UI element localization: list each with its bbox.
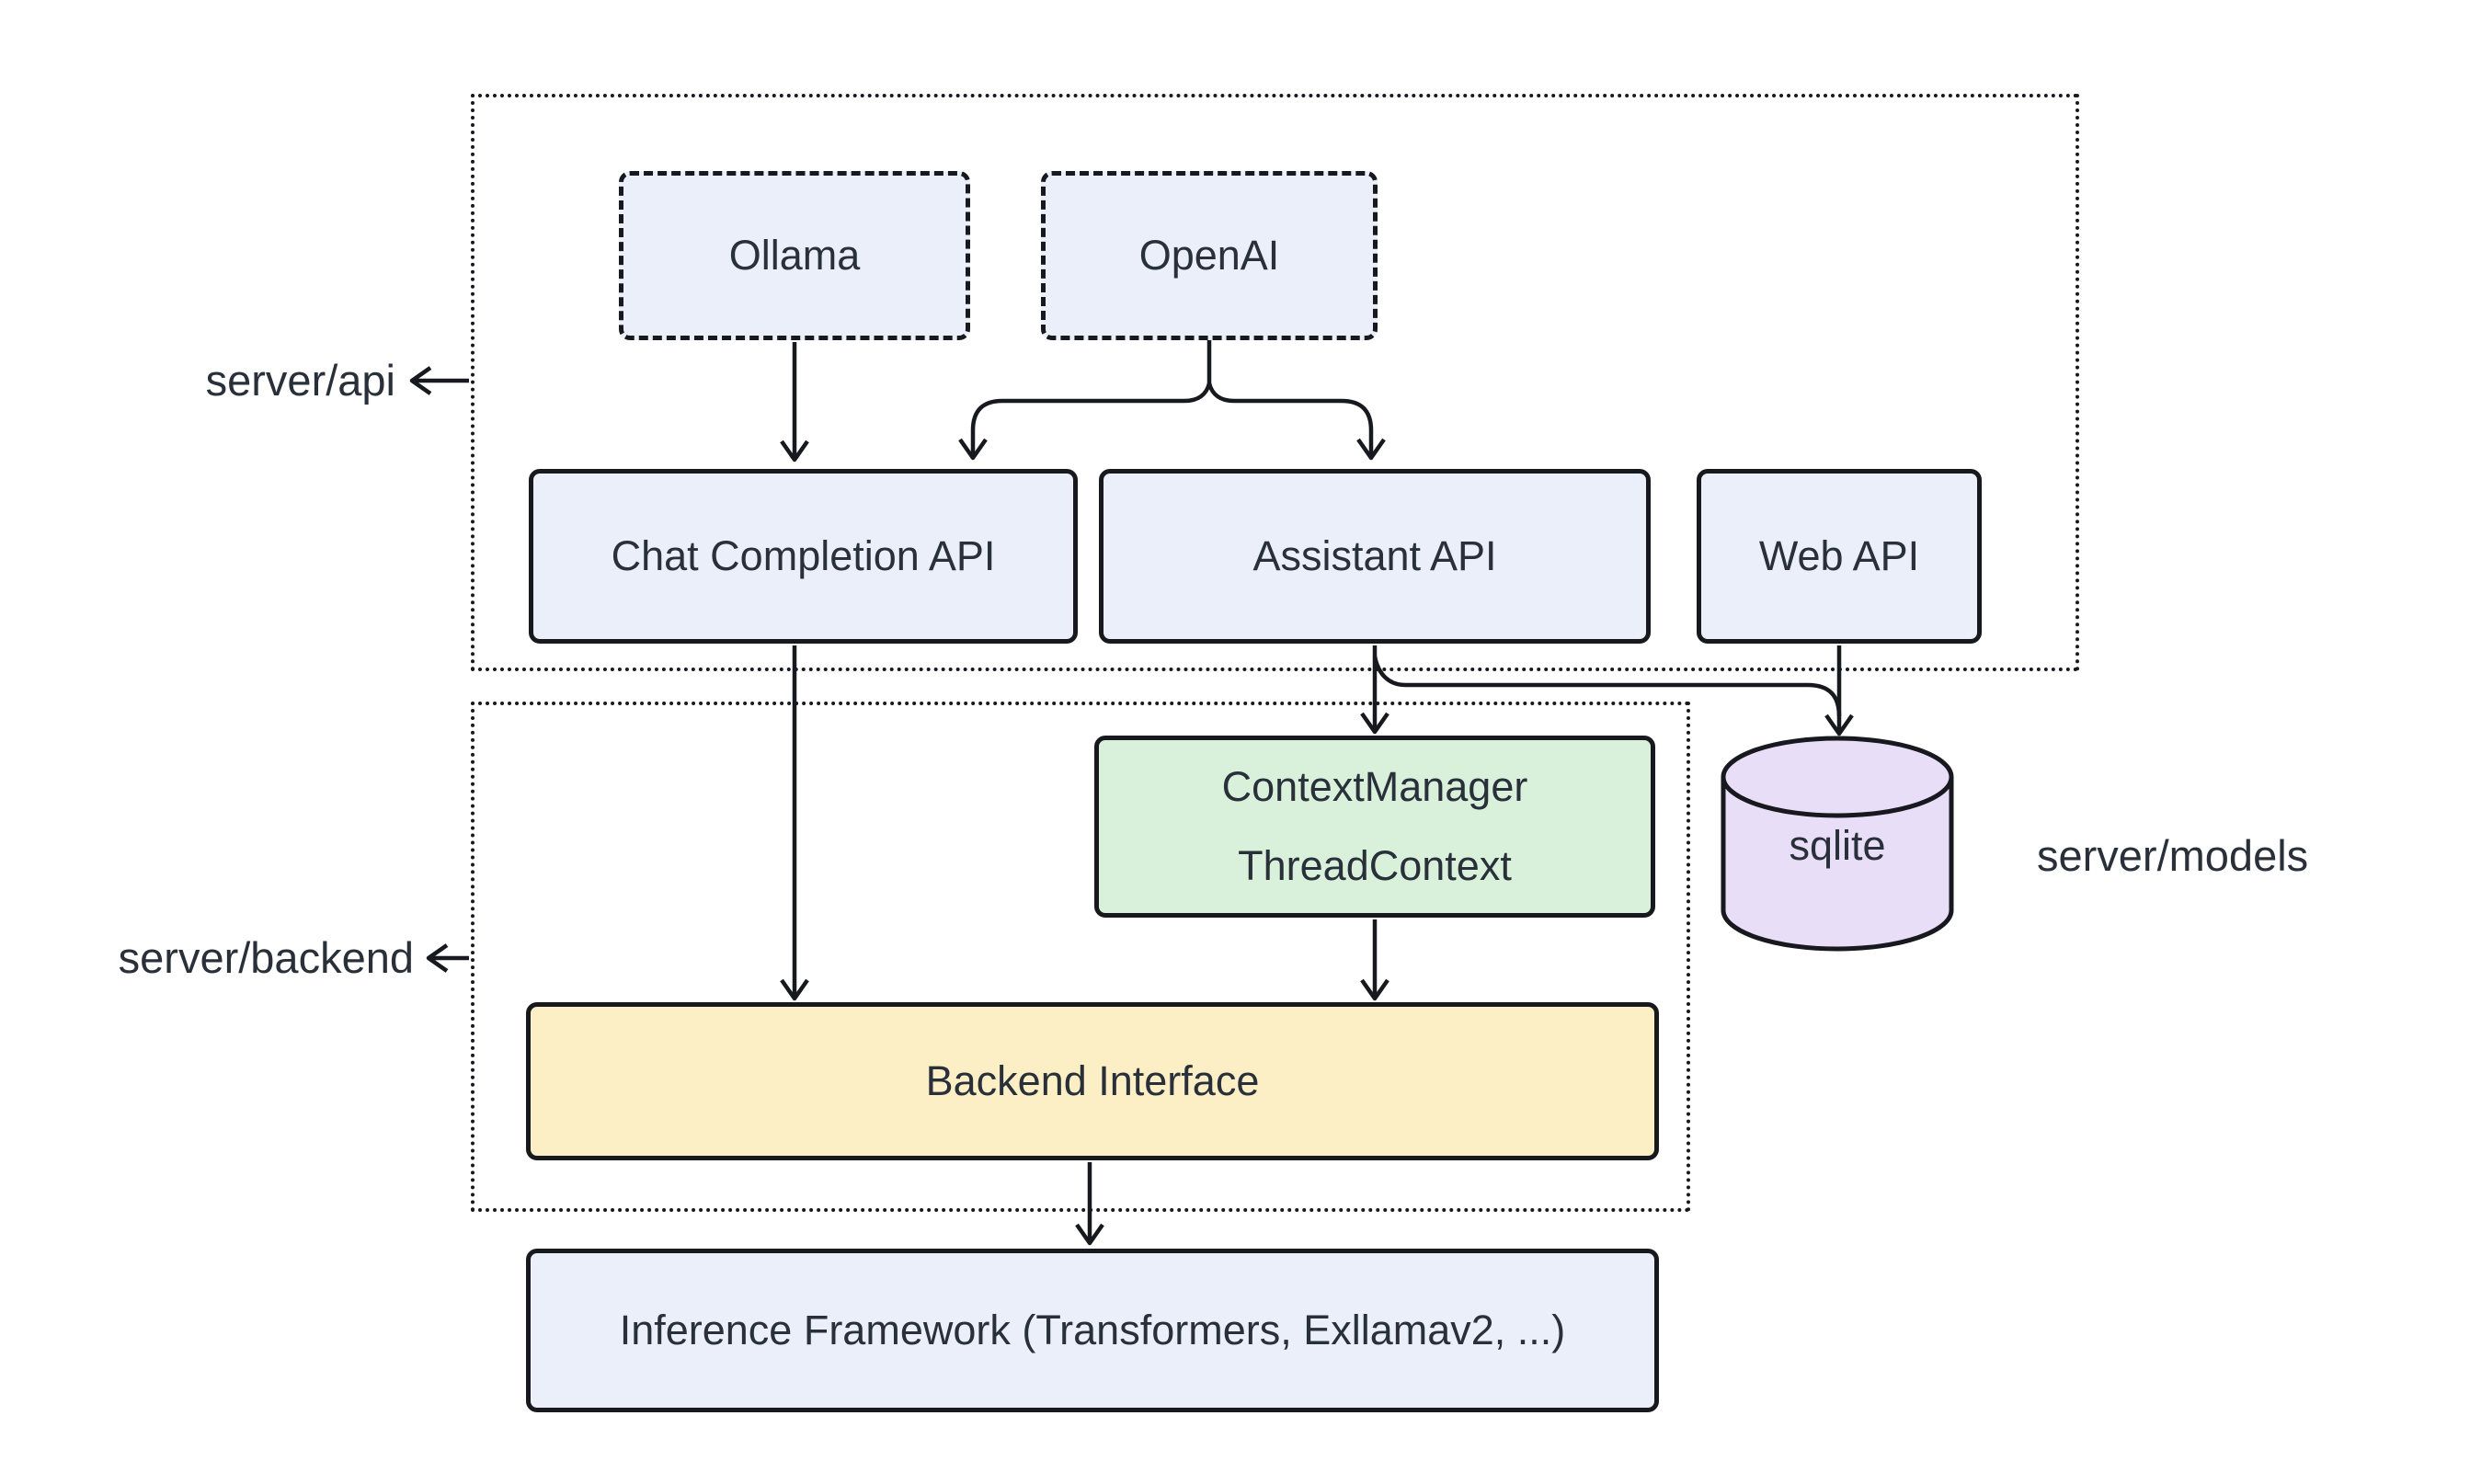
label-server-backend-text: server/backend [118,933,414,982]
node-sqlite-label: sqlite [1789,822,1886,869]
node-context-manager-label: ContextManager ThreadContext [1222,761,1528,893]
node-openai: OpenAI [1041,171,1378,340]
node-ollama: Ollama [619,171,970,340]
edge-chat-to-backend [780,645,809,1001]
container-server-backend [471,702,1690,1212]
label-arrow-server-api [409,366,469,395]
node-backend-interface-label: Backend Interface [925,1056,1260,1104]
edge-web-to-sqlite [1824,645,1854,736]
node-context-manager: ContextManager ThreadContext [1094,736,1655,918]
node-assistant-api-label: Assistant API [1252,531,1497,579]
edge-ollama-to-chat [780,342,809,462]
node-chat-completion-api-label: Chat Completion API [611,531,996,579]
node-backend-interface: Backend Interface [526,1002,1659,1160]
context-manager-line1: ContextManager [1221,762,1528,810]
database-cylinder-icon [1721,736,1954,952]
label-server-backend: server/backend [83,932,414,984]
node-web-api-label: Web API [1758,531,1920,579]
edge-assistant-to-sqlite [1372,656,1842,717]
node-ollama-label: Ollama [728,231,861,279]
node-chat-completion-api: Chat Completion API [529,469,1078,644]
label-server-models-text: server/models [2037,831,2309,880]
label-arrow-server-backend [426,943,469,973]
edge-openai-split [958,338,1386,461]
edge-backend-to-inference [1075,1162,1104,1246]
label-server-models: server/models [2037,830,2308,882]
node-web-api: Web API [1697,469,1982,644]
node-inference-framework: Inference Framework (Transformers, Exlla… [526,1249,1659,1412]
node-openai-label: OpenAI [1138,231,1280,279]
container-server-api [471,94,2079,671]
edge-context-to-backend [1360,919,1389,1001]
node-assistant-api: Assistant API [1099,469,1651,644]
label-server-api-text: server/api [205,356,395,405]
node-inference-framework-label: Inference Framework (Transformers, Exlla… [619,1306,1566,1353]
node-sqlite: sqlite [1719,734,1956,958]
context-manager-line2: ThreadContext [1238,842,1512,889]
label-server-api: server/api [138,355,395,406]
